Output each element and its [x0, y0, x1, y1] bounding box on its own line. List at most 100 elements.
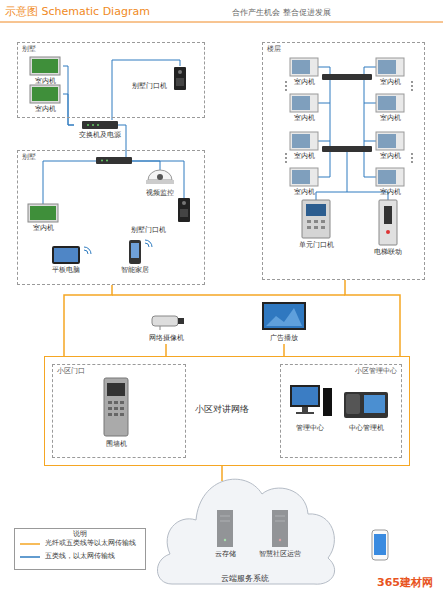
device-node: 平板电脑	[44, 244, 88, 276]
device-label: 室内机	[294, 78, 315, 86]
illustration-part	[323, 388, 332, 416]
illustration-part	[344, 392, 388, 418]
illustration-part	[307, 220, 311, 223]
floor-devices	[285, 58, 413, 245]
device-node: 网络摄像机	[142, 310, 190, 344]
region-heading: 小区管理中心	[355, 367, 397, 375]
diagram-title-wrap: 示意图 Schematic Diagram	[5, 5, 150, 18]
illustration-part	[376, 132, 404, 150]
illustration-part	[318, 177, 330, 178]
region-heading: 别墅	[22, 153, 36, 161]
illustration-part	[178, 70, 182, 74]
illustration-part	[379, 200, 397, 245]
illustration-part	[364, 103, 376, 104]
illustration-part	[290, 94, 318, 112]
device-label: 室内机	[294, 152, 315, 160]
illustration-part	[386, 230, 390, 234]
device-label: 电梯联动	[374, 248, 402, 256]
device-label: 别墅门口机	[131, 226, 166, 234]
illustration-part	[145, 240, 152, 247]
illustration-part	[290, 58, 318, 76]
illustration-part	[264, 304, 304, 328]
illustration-part	[285, 81, 413, 163]
device-label: 交换机及电源	[79, 131, 121, 139]
illustration-part	[97, 124, 99, 126]
illustration-part	[106, 160, 108, 162]
region-box: 别墅视频监控室内机别墅门口机平板电脑智能家居	[17, 150, 205, 285]
illustration-part	[114, 413, 118, 416]
device-label: 网络摄像机	[149, 334, 184, 342]
device-label: 室内机	[33, 224, 54, 232]
illustration-part	[92, 124, 94, 126]
illustration-part	[321, 220, 325, 223]
illustration-part	[120, 413, 124, 416]
device-label: 视频监控	[146, 189, 174, 197]
connector	[345, 280, 400, 356]
network-devices	[104, 295, 388, 436]
illustration-part	[290, 58, 404, 186]
illustration-part	[376, 58, 404, 76]
illustration-part	[178, 318, 184, 324]
region-heading: 小区门口	[57, 367, 85, 375]
cloud-shape: 云端服务系统云存储智慧社区运营	[150, 478, 340, 592]
illustration-part	[378, 170, 396, 184]
device-node: 室内机	[286, 131, 322, 161]
legend-line	[20, 543, 40, 545]
legend-row: 光纤或五类线等以太网传输线	[19, 540, 136, 548]
device-node: 广告播放	[256, 300, 312, 344]
illustration-part	[129, 240, 141, 264]
illustration-part	[411, 153, 413, 155]
illustration-part	[384, 206, 392, 224]
illustration-part	[120, 407, 124, 410]
illustration-part	[104, 378, 128, 436]
connector	[221, 466, 223, 481]
device-label: 室内机	[380, 188, 401, 196]
illustration-part	[364, 141, 376, 142]
illustration-part	[30, 206, 56, 220]
illustration-part	[321, 226, 325, 229]
illustration-part	[285, 161, 287, 163]
illustration-part	[378, 96, 396, 110]
illustration-part	[302, 407, 308, 412]
connector	[283, 344, 285, 356]
device-label: 云存储	[215, 550, 236, 558]
connector	[112, 60, 180, 120]
illustration-part	[364, 177, 376, 178]
illustration-part	[292, 134, 310, 148]
device-node: 室内机	[27, 55, 63, 86]
illustration-part	[180, 209, 188, 217]
illustration-part	[32, 87, 58, 101]
legend-line-sample	[19, 553, 41, 561]
device-label: 围墙机	[106, 440, 127, 448]
device-node: 视频监控	[140, 168, 180, 198]
illustration-part	[302, 200, 330, 238]
cloud-path	[157, 479, 334, 584]
villa1-devices	[30, 57, 186, 129]
illustration-part	[411, 85, 413, 87]
illustration-part	[306, 204, 326, 216]
device-node: 管理中心	[286, 382, 334, 436]
illustration-part	[112, 294, 345, 296]
region-box: 小区管理中心管理中心中心管理机	[280, 364, 402, 458]
illustration-part	[178, 198, 190, 222]
illustration-part	[266, 308, 302, 326]
illustration-part	[160, 326, 161, 330]
illustration-part	[347, 152, 348, 192]
device-label: 室内机	[380, 114, 401, 122]
connector	[63, 66, 74, 125]
device-label: 管理中心	[296, 424, 324, 432]
device-label: 室内机	[380, 152, 401, 160]
illustration-part	[314, 226, 318, 229]
illustration-part	[82, 121, 118, 129]
device-label: 室内机	[35, 105, 56, 113]
illustration-part	[101, 160, 103, 162]
slogan-wrap: 合作产生机会 整合促进发展	[232, 8, 331, 18]
network-region: 小区对讲网络小区门口围墙机小区管理中心管理中心中心管理机	[44, 356, 410, 466]
illustration-part	[182, 201, 186, 205]
illustration-part	[290, 385, 320, 407]
illustration-part	[285, 153, 287, 155]
illustration-part	[411, 89, 413, 91]
illustration-part	[296, 412, 314, 414]
illustration-part	[87, 124, 89, 126]
illustration-part	[84, 247, 91, 254]
